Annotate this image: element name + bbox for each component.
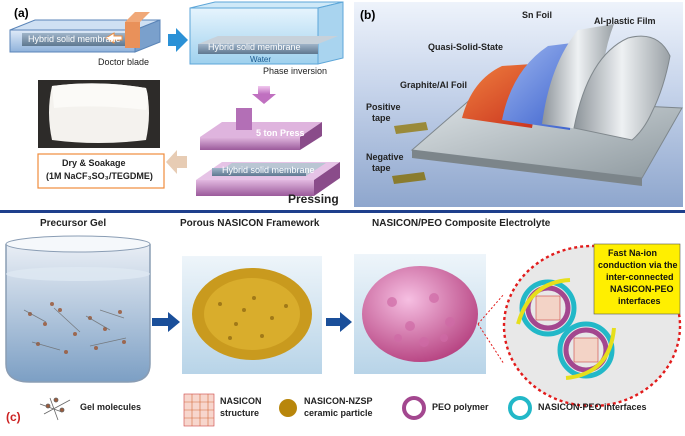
callout-line-4: NASICON-PEO: [610, 284, 674, 294]
positive-tab: [394, 122, 428, 134]
water-bath: [189, 1, 344, 65]
membrane-top-label: Hybrid solid membrane: [28, 34, 121, 44]
legend-peo-icon: [402, 396, 426, 420]
legend-nzsp-icon: [279, 399, 297, 417]
legend-peo-label: PEO polymer: [432, 402, 489, 412]
graphite-label: Graphite/Al Foil: [400, 80, 468, 90]
step-arrow-1: [168, 28, 188, 52]
pressing-label: Pressing: [288, 192, 339, 206]
callout-box: [593, 243, 681, 315]
legend-interface-icon: [508, 396, 532, 420]
legend-nasicon-icon: [183, 393, 215, 427]
panel-a-graphics: [9, 1, 344, 196]
positive-tab-label-1: Positive: [366, 102, 401, 112]
negative-tab-label-1: Negative: [366, 152, 404, 162]
legend-gel-icon: [39, 397, 71, 421]
dry-soak-box: [37, 153, 165, 189]
panel-a-label: (a): [14, 6, 29, 20]
doctor-blade-tray: [9, 12, 161, 53]
panel-b: (b) Sn Foil Al-plastic Film Quasi-Solid-…: [352, 0, 685, 210]
doctor-blade-label: Doctor blade: [98, 57, 150, 67]
negative-tab: [392, 172, 426, 184]
step-arrow-3: [166, 150, 187, 174]
panel-c-graphics: [5, 235, 682, 427]
quasi-label: Quasi-Solid-State: [428, 42, 504, 52]
phase-inversion-label: Phase inversion: [263, 66, 328, 76]
porous-framework: [182, 256, 322, 374]
legend-nasicon-label-1: NASICON: [220, 396, 262, 406]
water-label: Water: [250, 55, 272, 64]
process-arrow-2: [326, 312, 352, 332]
panel-divider: [0, 210, 685, 213]
callout-line-5: interfaces: [618, 296, 661, 306]
membrane-bath-label: Hybrid solid membrane: [208, 42, 301, 52]
press: [196, 108, 340, 196]
panel-b-graphics: [354, 2, 683, 207]
legend-gel-label: Gel molecules: [80, 402, 142, 412]
callout-line-1: Fast Na-ion: [608, 248, 658, 258]
sn-foil-label: Sn Foil: [522, 10, 552, 20]
panel-b-label: (b): [360, 8, 376, 22]
al-plastic-label: Al-plastic Film: [594, 16, 656, 26]
step-arrow-2: [252, 86, 276, 104]
blade-direction-arrow: [105, 32, 123, 44]
process-arrow-1: [152, 312, 180, 332]
precursor-title: Precursor Gel: [40, 218, 107, 229]
legend-interface-label: NASICON-PEO interfaces: [538, 402, 647, 412]
press-label: 5 ton Press: [256, 128, 305, 138]
composite-title: NASICON/PEO Composite Electrolyte: [372, 218, 551, 229]
panel-c: (c) Precursor Gel Porous NASICON Framewo…: [0, 214, 685, 436]
dry-soak-line1: Dry & Soakage: [62, 158, 126, 168]
panel-c-label: (c): [6, 410, 21, 424]
dry-soak-line2: (1M NaCF₃SO₃/TEGDME): [46, 171, 153, 181]
membrane-photo: [38, 80, 160, 148]
al-plastic-layer: [573, 35, 671, 141]
legend-nzsp-label-1: NASICON-NZSP: [304, 396, 373, 406]
negative-tab-label-2: tape: [372, 163, 391, 173]
panel-a: (a): [0, 0, 352, 210]
callout-line-3: inter-connected: [606, 272, 674, 282]
composite-electrolyte: [354, 254, 486, 374]
precursor-beaker: [5, 235, 151, 383]
callout-line-2: conduction via the: [598, 260, 678, 270]
porous-title: Porous NASICON Framework: [180, 218, 320, 229]
positive-tab-label-2: tape: [372, 113, 391, 123]
legend-nasicon-label-2: structure: [220, 408, 260, 418]
membrane-press-label: Hybrid solid membrane: [222, 165, 315, 175]
legend-nzsp-label-2: ceramic particle: [304, 408, 373, 418]
